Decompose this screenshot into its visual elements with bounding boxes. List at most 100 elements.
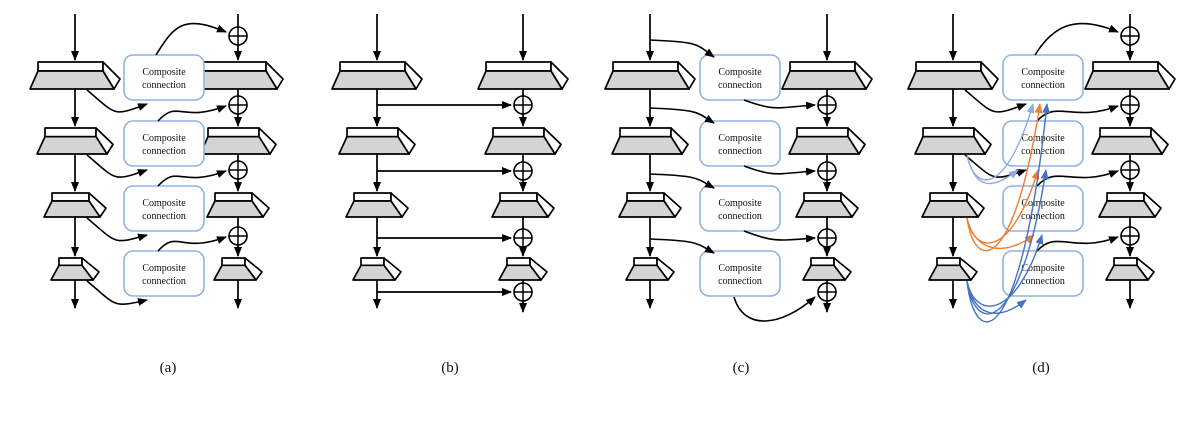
add-icon: [1120, 160, 1140, 180]
composite-to-add-arrow: [155, 22, 227, 56]
composite-connection-label-line2: connection: [1021, 146, 1065, 157]
feature-map-block: [192, 61, 284, 90]
feature-map-block: [199, 127, 277, 155]
feature-map-block: [625, 257, 675, 281]
add-icon: [1120, 226, 1140, 246]
block-to-composite-arrow: [86, 280, 148, 306]
composite-connection-label-line1: Composite: [142, 67, 186, 78]
panel-caption: (a): [160, 360, 177, 376]
add-icon: [513, 282, 533, 302]
composite-connection-label-line2: connection: [142, 80, 186, 91]
add-icon: [817, 228, 837, 248]
composite-connection-box-bg: [699, 54, 781, 101]
composite-connection-label-line1: Composite: [1021, 263, 1065, 274]
composite-connection-box: Composite connection: [699, 250, 781, 297]
feature-map-block: [802, 257, 852, 281]
composite-connection-label-line2: connection: [718, 276, 762, 287]
add-icon: [228, 26, 248, 46]
composite-connection-box: Composite connection: [699, 120, 781, 167]
panel-d: CompositeconnectionCompositeconnectionCo…: [907, 14, 1176, 376]
add-icon: [228, 160, 248, 180]
feature-map-block: [331, 61, 423, 90]
composite-connection-label-line2: connection: [718, 146, 762, 157]
panel-a: CompositeconnectionCompositeconnectionCo…: [29, 14, 284, 376]
feature-map-block: [921, 192, 985, 218]
composite-connection-label-line2: connection: [1021, 276, 1065, 287]
feature-map-block: [611, 127, 689, 155]
composite-connection-box: Composite connection: [1002, 250, 1084, 297]
feature-map-block: [484, 127, 562, 155]
panel-c: CompositeconnectionCompositeconnectionCo…: [604, 14, 873, 376]
feature-map-block: [1084, 61, 1176, 90]
composite-connection-box: Composite connection: [1002, 54, 1084, 101]
feature-map-block: [43, 192, 107, 218]
feature-map-block: [1105, 257, 1155, 281]
composite-connection-label-line1: Composite: [142, 133, 186, 144]
feature-map-block: [50, 257, 100, 281]
feature-map-block: [795, 192, 859, 218]
feature-map-block: [914, 127, 992, 155]
composite-connection-box-bg: [699, 250, 781, 297]
composite-connection-label-line1: Composite: [718, 133, 762, 144]
composite-connection-label-line1: Composite: [718, 67, 762, 78]
dense-composite-arc: [966, 280, 1027, 314]
add-icon: [1120, 95, 1140, 115]
composite-connection-label-line2: connection: [142, 211, 186, 222]
composite-connection-label-line2: connection: [142, 146, 186, 157]
composite-connection-label-line1: Composite: [718, 263, 762, 274]
add-icon: [513, 161, 533, 181]
composite-to-add-arrow: [743, 165, 816, 176]
feature-map-block: [352, 257, 402, 281]
composite-connection-box: Composite connection: [699, 54, 781, 101]
panel-b: (b): [331, 14, 569, 376]
composite-connection-label-line2: connection: [1021, 80, 1065, 91]
dense-composite-arc: [966, 154, 1019, 185]
composite-connection-label-line2: connection: [1021, 211, 1065, 222]
add-icon: [513, 95, 533, 115]
feature-map-block: [338, 127, 416, 155]
add-icon: [513, 228, 533, 248]
composite-connection-box-bg: [123, 120, 205, 167]
composite-connection-box-bg: [1002, 54, 1084, 101]
block-to-composite-arrow: [86, 217, 148, 242]
composite-connection-box-bg: [123, 185, 205, 232]
feature-map-block: [36, 127, 114, 155]
composite-connection-label-line1: Composite: [1021, 198, 1065, 209]
composite-to-add-arrow: [1036, 105, 1119, 122]
feature-map-block: [206, 192, 270, 218]
block-to-composite-arrow: [649, 39, 715, 58]
feature-map-block: [1098, 192, 1162, 218]
composite-connection-box-bg: [699, 185, 781, 232]
feature-map-block: [345, 192, 409, 218]
composite-connection-box: Composite connection: [123, 54, 205, 101]
feature-map-block: [213, 257, 263, 281]
composite-connection-box-bg: [123, 250, 205, 297]
add-icon: [228, 95, 248, 115]
composite-connection-label-line2: connection: [718, 80, 762, 91]
composite-to-add-arrow: [733, 296, 816, 322]
block-to-composite-arrow: [649, 238, 715, 254]
composite-connection-label-line1: Composite: [1021, 67, 1065, 78]
add-icon: [817, 161, 837, 181]
composite-connection-label-line1: Composite: [718, 198, 762, 209]
composite-to-add-arrow: [1034, 22, 1119, 56]
composite-connection-box: Composite connection: [699, 185, 781, 232]
composite-to-add-arrow: [157, 236, 227, 252]
add-icon: [817, 282, 837, 302]
add-icon: [1120, 26, 1140, 46]
feature-map-block: [907, 61, 999, 90]
feature-map-block: [788, 127, 866, 155]
composite-connection-label-line1: Composite: [142, 263, 186, 274]
composite-connection-box-bg: [1002, 250, 1084, 297]
feature-map-block: [498, 257, 548, 281]
block-to-composite-arrow: [86, 89, 148, 113]
feature-map-block: [618, 192, 682, 218]
composite-connection-box-bg: [699, 120, 781, 167]
panel-caption: (d): [1032, 360, 1050, 376]
composite-to-add-arrow: [743, 99, 816, 110]
add-icon: [817, 95, 837, 115]
feature-map-block: [29, 61, 121, 90]
composite-connection-label-line2: connection: [718, 211, 762, 222]
block-to-composite-arrow: [649, 107, 715, 124]
